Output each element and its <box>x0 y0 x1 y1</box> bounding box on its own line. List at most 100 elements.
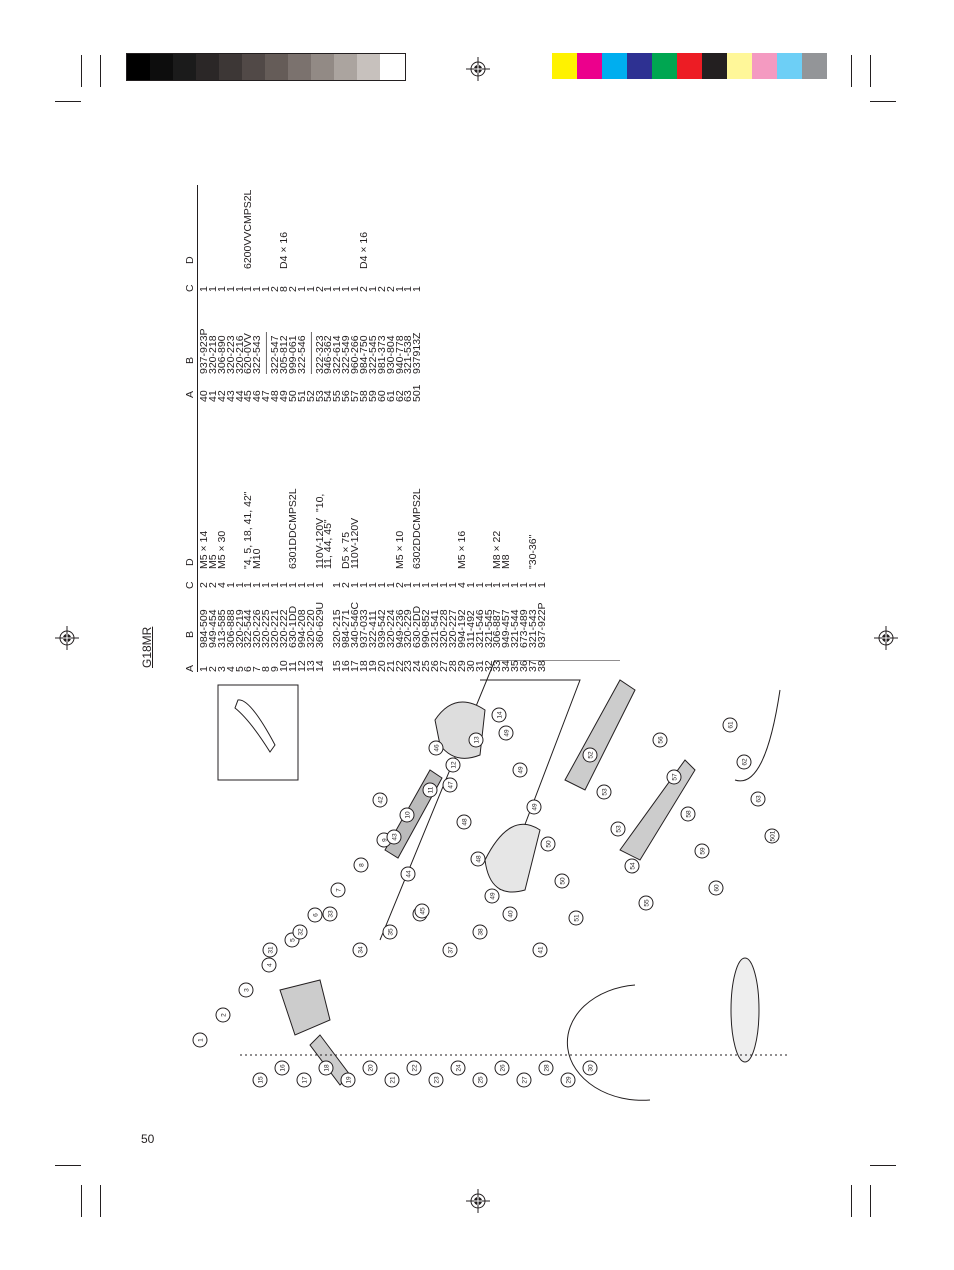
callout-bubble <box>215 1007 231 1023</box>
callout-bubble <box>582 1060 598 1076</box>
callout-label: 40 <box>508 910 515 918</box>
callout-bubble <box>560 1072 576 1088</box>
callout-bubble <box>372 792 388 808</box>
table-cell <box>200 159 209 269</box>
callout-label: 18 <box>324 1064 331 1072</box>
callout-label: 50 <box>546 840 553 848</box>
callout-bubble <box>296 1072 312 1088</box>
table-cell: 360-629U <box>313 601 326 648</box>
callout-bubble <box>526 799 542 815</box>
table-cell: M5 × 14 <box>198 530 210 569</box>
callout-bubble <box>450 1060 466 1076</box>
table-cell: 937913Z <box>411 332 424 374</box>
callout-bubble <box>624 858 640 874</box>
callout-label: 501 <box>770 830 777 841</box>
table-cell <box>289 159 298 269</box>
color-swatch <box>627 53 652 79</box>
callout-bubble <box>238 982 254 998</box>
callout-label: 44 <box>406 870 413 878</box>
table-cell: M5 × 30 <box>215 530 228 569</box>
callout-label: 4 <box>267 963 274 967</box>
table-cell <box>209 159 218 269</box>
callout-label: 33 <box>328 910 335 918</box>
crop-mark <box>100 55 101 87</box>
gray-swatch <box>150 54 173 80</box>
table-cell <box>396 159 405 269</box>
color-bar <box>552 53 827 79</box>
callout-label: 53 <box>616 825 623 833</box>
callout-label: 2 <box>221 1013 228 1017</box>
callout-bubble <box>638 895 654 911</box>
crop-mark <box>81 55 82 87</box>
page-number: 50 <box>141 1132 155 1146</box>
table-cell <box>467 409 476 569</box>
callout-label: 52 <box>588 751 595 759</box>
side-handle-icon <box>309 1034 351 1086</box>
table-cell <box>298 409 307 569</box>
motor-housing-icon <box>484 823 541 893</box>
callout-label: 49 <box>518 766 525 774</box>
callout-label: 46 <box>434 744 441 752</box>
housing-guide <box>379 660 620 941</box>
rear-handle-icon <box>619 759 696 861</box>
table-cell <box>476 409 485 569</box>
callout-bubble <box>540 836 556 852</box>
callout-bubble <box>516 1072 532 1088</box>
table-cell <box>369 409 378 569</box>
gray-swatch <box>173 54 196 80</box>
callout-label: 30 <box>588 1064 595 1072</box>
wrench-icon <box>234 699 276 753</box>
callout-bubble <box>307 907 323 923</box>
callout-bubble <box>456 814 472 830</box>
table-cell: 1 <box>313 582 326 588</box>
handle-cover-icon <box>564 679 636 791</box>
callout-bubble <box>512 762 528 778</box>
callout-label: 47 <box>448 781 455 789</box>
callout-bubble <box>764 828 780 844</box>
callout-label: 28 <box>544 1064 551 1072</box>
callout-bubble <box>340 1072 356 1088</box>
table-cell: D4 × 16 <box>358 231 371 269</box>
callout-bubble <box>322 906 338 922</box>
callout-label: 21 <box>390 1076 397 1084</box>
callout-bubble <box>352 942 368 958</box>
color-swatch <box>802 53 827 79</box>
callout-label: 14 <box>497 711 504 719</box>
registration-mark-icon <box>466 57 490 81</box>
color-swatch <box>577 53 602 79</box>
registration-mark-icon <box>874 626 898 650</box>
table-rule <box>197 185 198 672</box>
table-cell: "30-36" <box>526 534 539 569</box>
table-cell: M5 × 16 <box>455 530 468 569</box>
table-cell <box>378 159 387 269</box>
callout-bubble <box>582 747 598 763</box>
table-cell: 110V-120V <box>349 517 362 569</box>
exploded-parts-diagram: 1234567891011121314151617181920212223242… <box>192 660 790 1101</box>
color-swatch <box>602 53 627 79</box>
callout-bubble <box>610 821 626 837</box>
callout-label: 12 <box>451 761 458 769</box>
color-swatch <box>752 53 777 79</box>
callout-bubble <box>252 1072 268 1088</box>
callout-label: 48 <box>476 855 483 863</box>
table-cell: 1 <box>411 286 424 292</box>
callout-bubble <box>442 942 458 958</box>
table-cell: D4 × 16 <box>278 231 291 269</box>
table-cell <box>316 159 325 269</box>
callout-bubble <box>318 1060 334 1076</box>
callout-label: 62 <box>742 758 749 766</box>
callout-bubble <box>442 777 458 793</box>
callout-bubble <box>502 906 518 922</box>
callout-label: 3 <box>244 988 251 992</box>
color-swatch <box>677 53 702 79</box>
callout-label: 17 <box>302 1076 309 1084</box>
callout-label: 37 <box>448 946 455 954</box>
callout-label: 51 <box>574 914 581 922</box>
table-cell <box>422 409 431 569</box>
registration-mark-icon <box>55 626 79 650</box>
callout-label: 32 <box>298 928 305 936</box>
callout-label: 20 <box>368 1064 375 1072</box>
callout-bubble <box>382 924 398 940</box>
